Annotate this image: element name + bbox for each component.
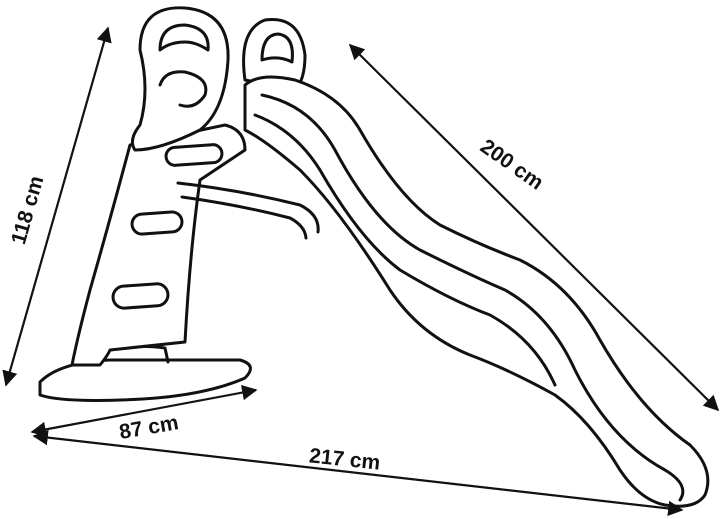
right-handle	[242, 17, 307, 92]
height-label: 118 cm	[7, 173, 48, 247]
left-handle-hole	[158, 23, 210, 52]
total-length-arrow	[32, 429, 684, 517]
left-handle	[130, 6, 230, 152]
slide-chute	[243, 75, 710, 508]
base-width-label: 87 cm	[118, 411, 181, 444]
ladder-rung	[130, 210, 184, 236]
slide-length-label: 200 cm	[476, 135, 548, 195]
right-handle-hole	[260, 32, 294, 64]
ladder-rung	[164, 143, 224, 167]
ladder-rung	[111, 282, 170, 310]
left-handle-grip	[158, 70, 208, 108]
slide-length-arrow	[348, 43, 720, 412]
handle-bar	[176, 181, 320, 240]
base-width-arrow	[30, 384, 258, 438]
height-arrow	[2, 26, 112, 387]
total-length-label: 217 cm	[308, 444, 381, 474]
